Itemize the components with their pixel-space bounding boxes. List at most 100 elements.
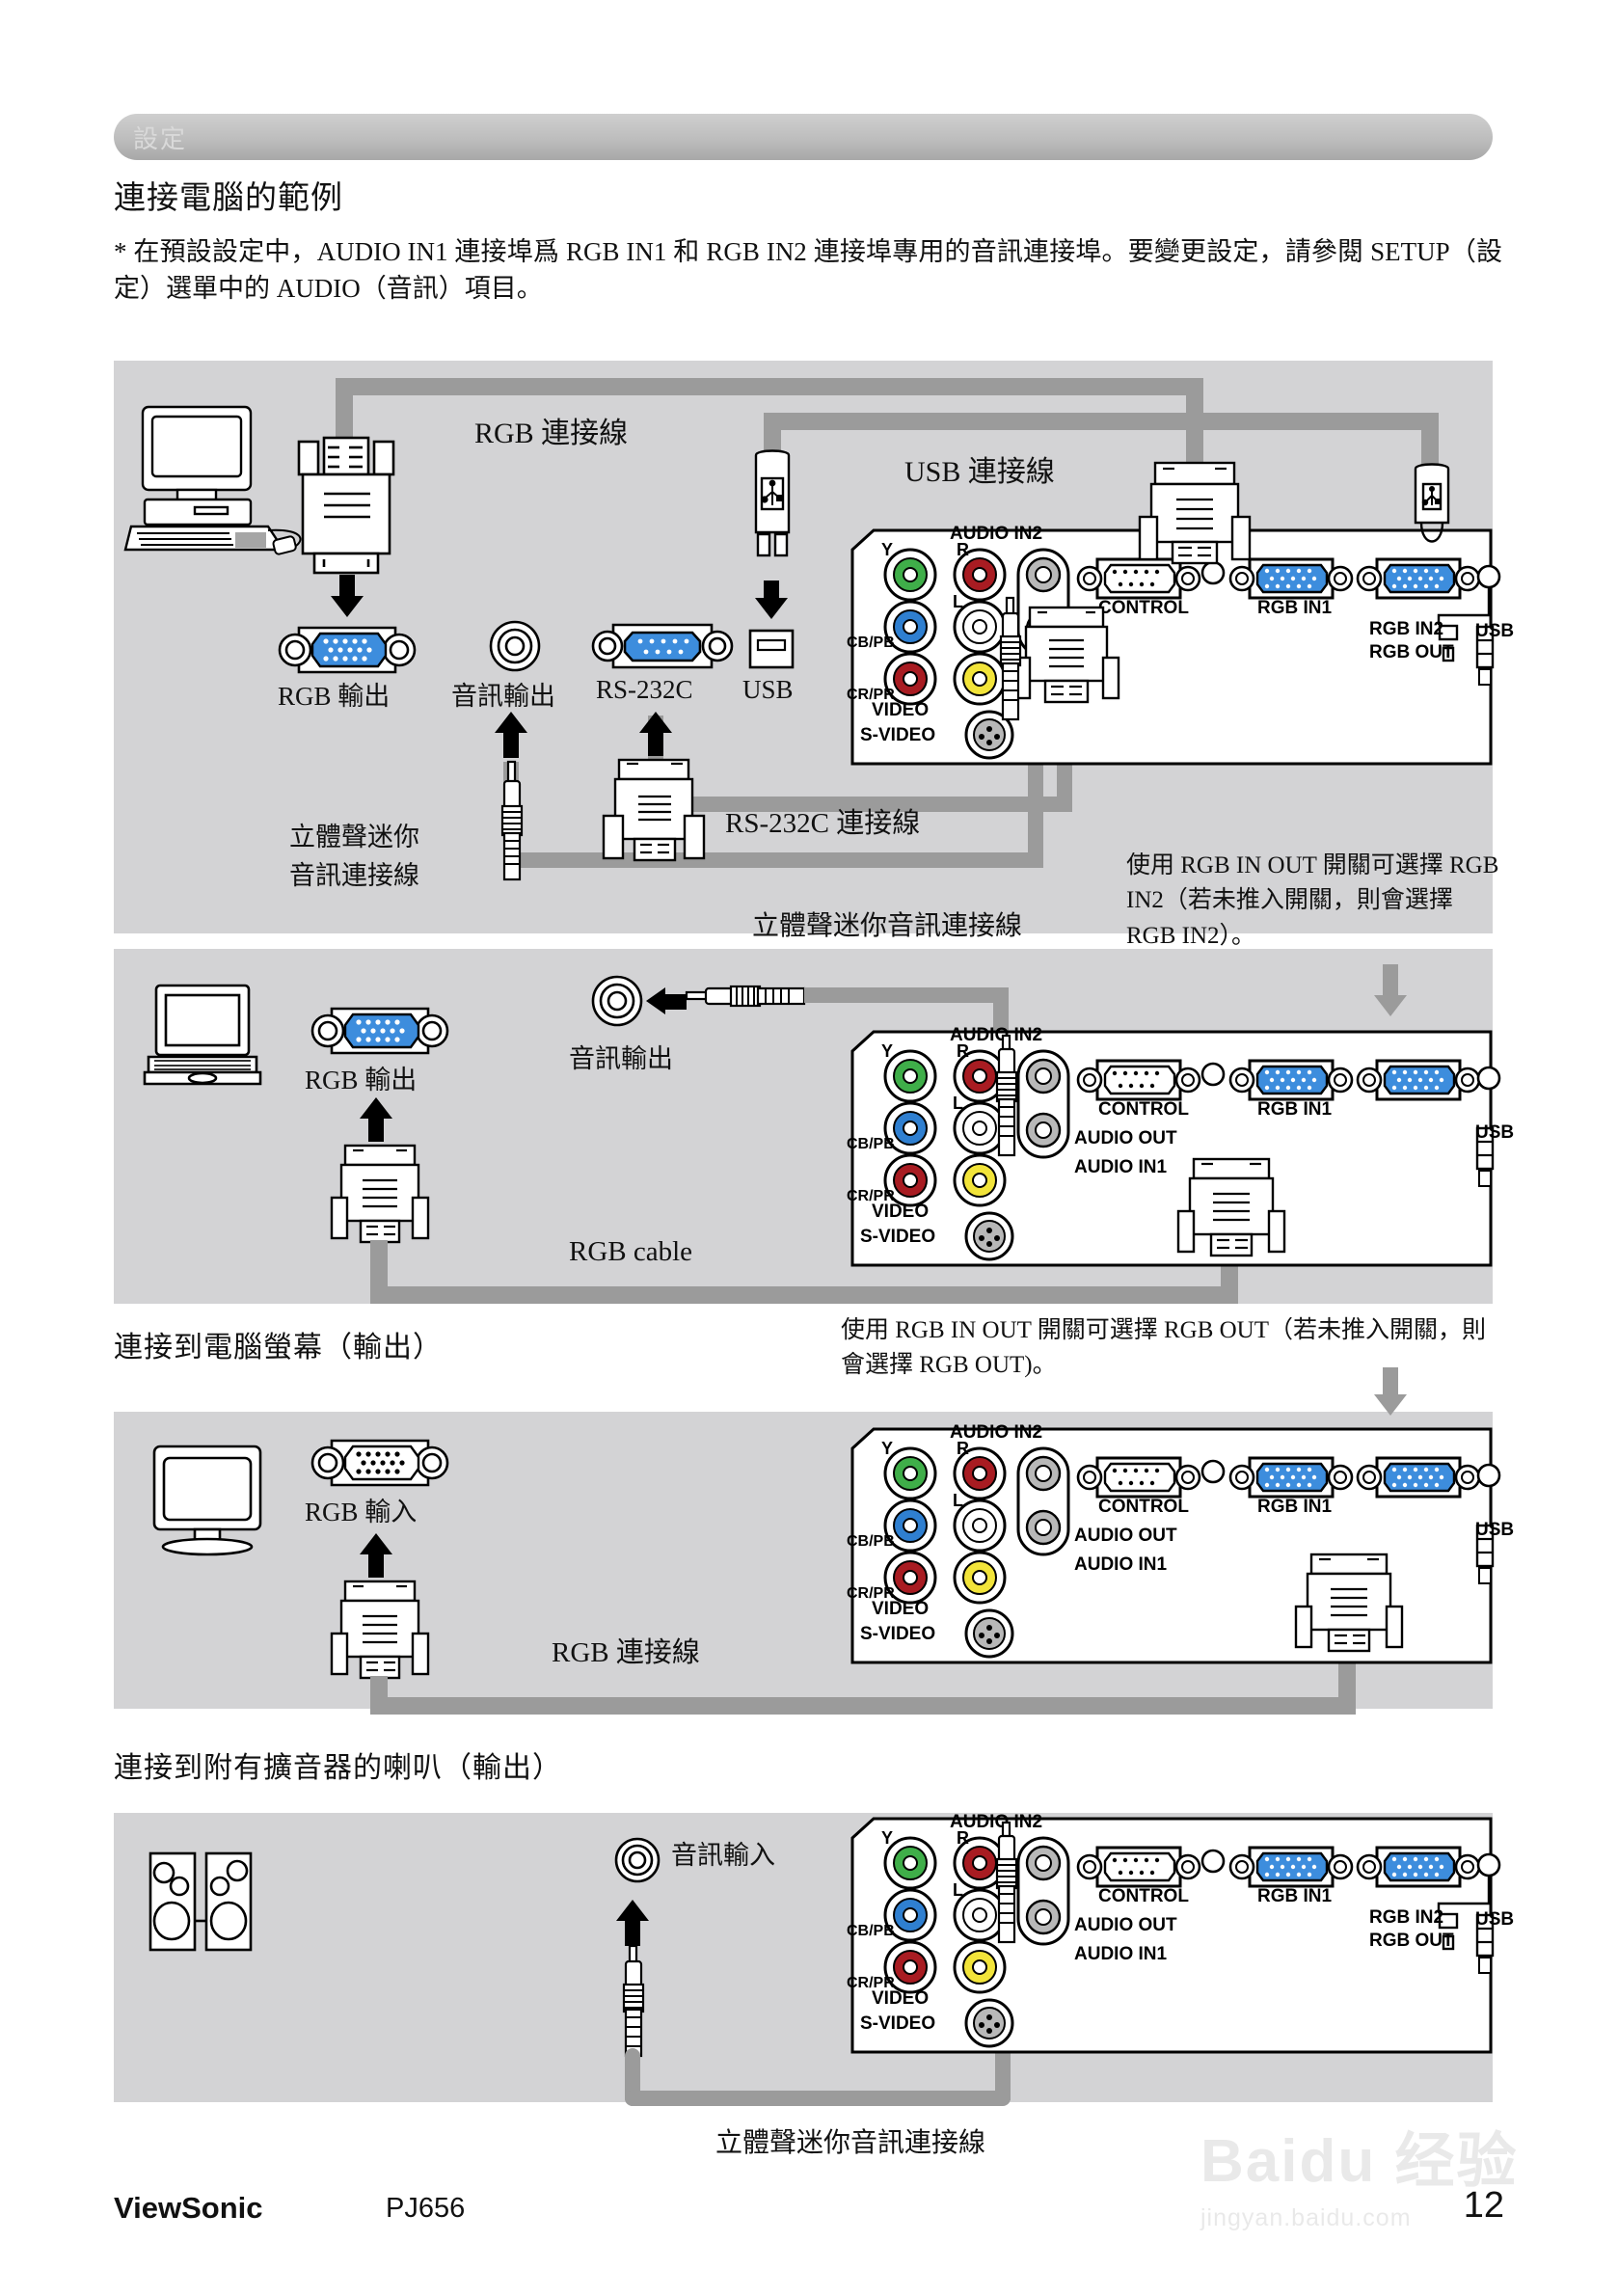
label-cb-pb: CB/PB	[847, 1136, 895, 1152]
rgb-cable-plug	[297, 436, 395, 575]
cable-audio-panel4	[625, 2091, 1011, 2106]
cable-rgb-panel2	[370, 1286, 1238, 1304]
cable-rs232c-segment	[648, 797, 1072, 812]
label-r: R	[957, 1439, 969, 1458]
label-control: CONTROL	[1098, 1099, 1189, 1120]
footer-page-number: 12	[1463, 2185, 1504, 2226]
label-video: VIDEO	[872, 1202, 930, 1222]
label-control: CONTROL	[1098, 598, 1189, 618]
label-rgb-cable: RGB 連接線	[474, 418, 629, 449]
rs232c-cable-plug	[602, 758, 706, 862]
arrow-up-icon	[639, 712, 672, 733]
label-l: L	[953, 1491, 963, 1510]
stereo-mini-plug-horizontal	[685, 985, 806, 1008]
arrow-shaft	[764, 581, 779, 602]
note-rgb-in-out-1: 使用 RGB IN OUT 開關可選擇 RGB IN2（若未推入開關，則會選擇 …	[1126, 852, 1499, 949]
label-y: Y	[881, 1439, 894, 1458]
label-rgb-in1: RGB IN1	[1257, 1886, 1333, 1906]
desktop-computer-icon	[123, 405, 302, 555]
label-audio-out: AUDIO OUT	[1074, 1915, 1177, 1935]
note-rgb-in-out-2: 使用 RGB IN OUT 開關可選擇 RGB OUT（若未推入開關，則會選擇 …	[841, 1317, 1486, 1379]
label-audio-in1: AUDIO IN1	[1074, 1157, 1168, 1177]
audio-out-jack-laptop	[591, 975, 643, 1027]
label-rgb-in2: RGB IN2	[1369, 619, 1444, 639]
label-l: L	[953, 1094, 963, 1113]
arrow-shaft	[368, 1117, 384, 1142]
label-audio-in-speaker: 音訊輸入	[671, 1841, 775, 1870]
label-audio-in1: AUDIO IN1	[1074, 1554, 1168, 1575]
stereo-mini-plug	[500, 760, 524, 881]
footer-model: PJ656	[386, 2193, 466, 2224]
cable-rgb-segment	[336, 378, 353, 455]
audio-out-connected-plug-4	[995, 1821, 1018, 1944]
gray-arrow-shaft	[1383, 1367, 1398, 1398]
label-audio-in2: AUDIO IN2	[950, 1422, 1043, 1443]
section-header-bar	[114, 114, 1493, 160]
rgb-in1-connected-plug	[1138, 461, 1252, 565]
stereo-mini-plug-speaker	[622, 1944, 645, 2058]
label-s-video: S-VIDEO	[860, 2013, 936, 2034]
crt-monitor-icon	[152, 1445, 262, 1556]
label-cr-pr: CR/PR	[847, 1975, 895, 1991]
label-rgb-cable-panel3: RGB 連接線	[552, 1637, 700, 1668]
label-r: R	[957, 540, 969, 559]
arrow-shaft	[368, 1553, 384, 1578]
rgb-cable-plug-laptop	[330, 1144, 430, 1244]
projector-terminal-panel-4: AUDIO IN2 Y CB/PB CR/PR R L VIDEO S-VIDE…	[847, 1812, 1514, 2056]
control-connected-plug	[1012, 606, 1120, 704]
laptop-icon	[143, 984, 262, 1086]
arrow-up-icon	[360, 1533, 392, 1554]
arrow-shaft	[665, 994, 687, 1010]
label-audio-out: 音訊輸出	[451, 682, 555, 711]
arrow-shaft	[648, 731, 663, 756]
label-rgb-cable-panel2: RGB cable	[569, 1236, 693, 1267]
usb-port-icon	[748, 629, 795, 669]
arrow-down-icon	[755, 598, 788, 619]
label-l: L	[953, 592, 963, 611]
label-rgb-out: RGB 輸出	[278, 682, 391, 711]
label-video: VIDEO	[872, 1988, 930, 2009]
vga-port-rgb-out-laptop	[310, 1007, 449, 1055]
label-audio-cable-panel2: 立體聲迷你音訊連接線	[752, 911, 1023, 941]
label-audio-out: AUDIO OUT	[1074, 1128, 1177, 1148]
label-rgb-out-laptop: RGB 輸出	[305, 1066, 418, 1094]
label-rgb-in-monitor: RGB 輸入	[305, 1498, 418, 1526]
label-audio-in1: AUDIO IN1	[1074, 1944, 1168, 1964]
label-video: VIDEO	[872, 700, 930, 720]
label-audio-out: AUDIO OUT	[1074, 1526, 1177, 1546]
arrow-down-icon	[331, 596, 364, 617]
label-usb: USB	[742, 675, 794, 704]
section-heading-speakers: 連接到附有擴音器的喇叭（輸出）	[114, 1752, 562, 1784]
cable-rgb-panel3	[370, 1697, 1356, 1715]
audio-in1-connected-plug-2	[995, 1034, 1018, 1157]
arrow-up-icon	[495, 712, 527, 733]
label-rgb-in1: RGB IN1	[1257, 598, 1333, 618]
section-header-label: 設定	[133, 124, 188, 153]
label-control: CONTROL	[1098, 1497, 1189, 1517]
label-video: VIDEO	[872, 1599, 930, 1619]
label-s-video: S-VIDEO	[860, 1227, 936, 1247]
label-cb-pb: CB/PB	[847, 1533, 895, 1550]
cable-usb-segment	[764, 413, 1439, 430]
rgb-cable-plug-monitor	[330, 1580, 430, 1680]
arrow-up-icon	[616, 1900, 649, 1921]
label-audio-cable-line2: 音訊連接線	[289, 861, 419, 890]
label-usb: USB	[1475, 1909, 1515, 1930]
label-rgb-out: RGB OUT	[1369, 1931, 1454, 1951]
label-audio-in2: AUDIO IN2	[950, 1812, 1043, 1832]
rgb-in2-connected-plug-2	[1176, 1157, 1286, 1257]
cable-audio-panel2	[804, 987, 1007, 1003]
label-audio-cable-panel4: 立體聲迷你音訊連接線	[715, 2128, 986, 2158]
label-rs232c-cable: RS-232C 連接線	[725, 808, 921, 839]
label-cr-pr: CR/PR	[847, 1188, 895, 1204]
arrow-up-icon	[360, 1097, 392, 1119]
section-heading-monitor: 連接到電腦螢幕（輸出）	[114, 1332, 443, 1364]
label-usb-cable: USB 連接線	[904, 456, 1055, 488]
audio-out-jack	[489, 620, 541, 672]
label-r: R	[957, 1041, 969, 1061]
label-audio-in2: AUDIO IN2	[950, 524, 1043, 544]
arrow-shaft	[339, 575, 355, 600]
label-l: L	[953, 1880, 963, 1900]
vga-port-rgb-out	[278, 626, 417, 674]
vga-port-rgb-in-monitor	[310, 1439, 449, 1487]
